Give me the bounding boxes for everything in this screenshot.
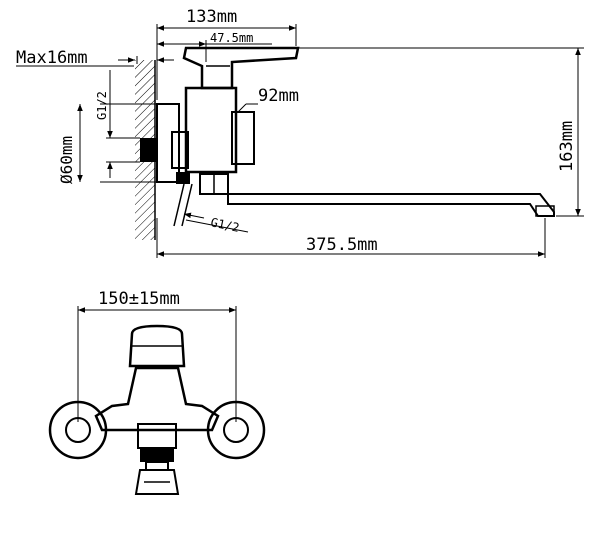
spout	[227, 193, 555, 217]
dim-max16-label: Max16mm	[16, 48, 88, 68]
dim-g12-bottom-label: G1/2	[209, 215, 240, 235]
dim-92-label: 92mm	[258, 86, 299, 106]
side-view: 133mm 47.5mm Max16mm G1/2 Ø60mm 92mm 163…	[16, 7, 584, 258]
front-outlet-nut	[137, 423, 177, 449]
front-body	[94, 366, 220, 432]
wall-inlet-thread	[140, 138, 158, 162]
right-flange	[206, 400, 266, 460]
dim-163-label: 163mm	[557, 121, 577, 172]
mixer-body	[184, 86, 238, 174]
left-flange-center	[65, 417, 91, 443]
front-spout-end	[134, 469, 180, 495]
dim-375-label: 375.5mm	[306, 235, 378, 255]
lever-handle	[182, 46, 300, 90]
left-flange	[48, 400, 108, 460]
dim-150-label: 150±15mm	[98, 289, 180, 309]
dim-g12-top-label: G1/2	[95, 91, 109, 120]
front-view: 150±15mm	[48, 289, 266, 495]
dim-133-label: 133mm	[186, 7, 237, 27]
front-handle	[128, 324, 186, 368]
dim-60-label: Ø60mm	[57, 136, 76, 184]
dim-47-label: 47.5mm	[210, 31, 253, 45]
flange	[156, 103, 180, 183]
right-flange-center	[223, 417, 249, 443]
